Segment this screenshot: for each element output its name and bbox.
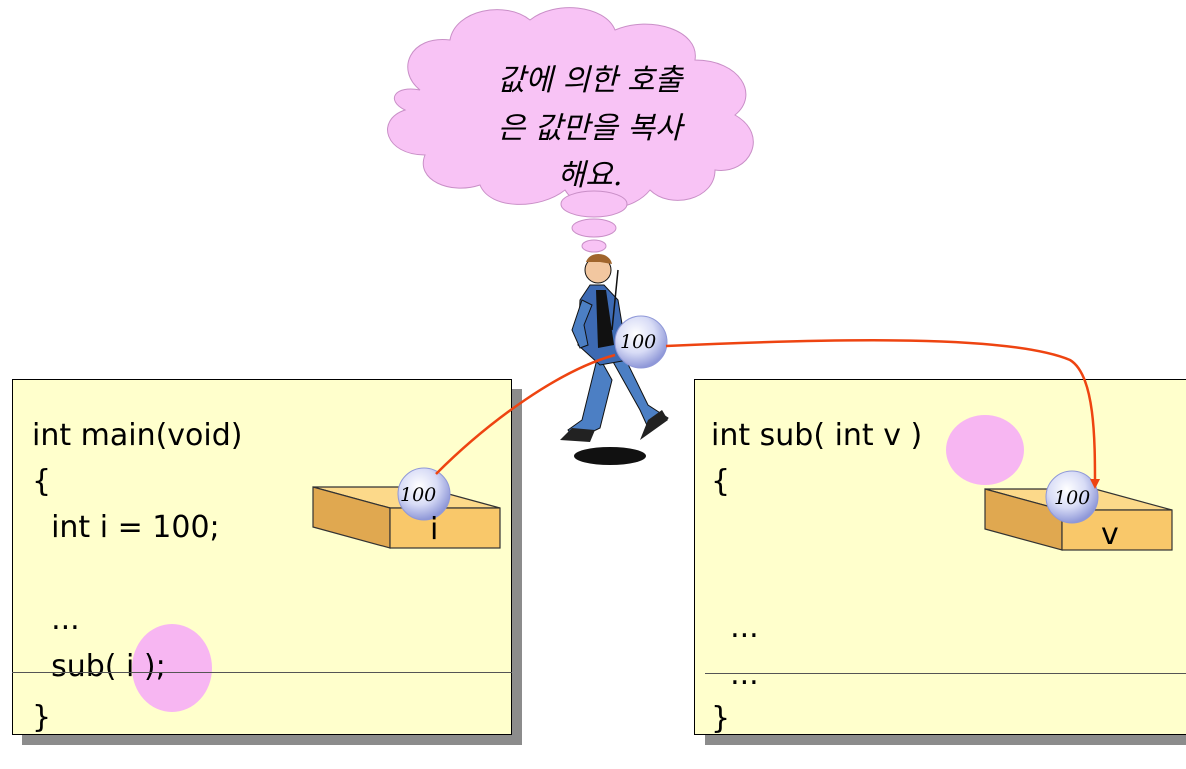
carried-value-ball — [614, 315, 668, 369]
thought-cloud — [387, 7, 754, 210]
arrow-walker-to-sub — [665, 339, 1100, 489]
param-v-highlight — [946, 415, 1024, 485]
main-line-7: } — [32, 700, 52, 735]
thought-bubble-1 — [560, 190, 628, 218]
main-value-ball — [397, 467, 451, 521]
main-line-1: int main(void) — [32, 418, 243, 453]
carried-ball-value: 100 — [620, 331, 657, 353]
main-line-2: { — [32, 464, 52, 499]
sub-line-2: { — [711, 464, 731, 499]
main-ball-value: 100 — [400, 484, 437, 506]
sub-line-1: int sub( int v ) — [711, 418, 923, 453]
sub-value-ball — [1045, 470, 1099, 524]
thought-line-2: 은 값만을 복사 — [497, 111, 683, 146]
sub-code-panel — [694, 379, 1186, 735]
main-line-3: int i = 100; — [32, 510, 220, 545]
main-divider-line — [12, 672, 512, 673]
sub-line-7: } — [711, 701, 731, 736]
main-line-5: ... — [32, 602, 80, 637]
arg-i-highlight — [132, 624, 212, 712]
thought-bubble-3 — [581, 239, 607, 253]
sub-line-6: ... — [711, 657, 759, 692]
arrow-main-to-walker — [435, 353, 616, 475]
thought-line-1: 값에 의한 호출 — [497, 63, 683, 98]
sub-ball-value: 100 — [1054, 487, 1091, 509]
sub-line-5: ... — [711, 610, 759, 645]
sub-divider-line — [705, 673, 1186, 674]
box-i-label: i — [430, 512, 439, 547]
thought-bubble-2 — [571, 218, 617, 238]
box-v-label: v — [1101, 517, 1119, 552]
main-line-6: sub( i ); — [32, 649, 166, 684]
thought-line-3: 해요. — [557, 158, 623, 193]
main-code-panel — [12, 379, 512, 735]
